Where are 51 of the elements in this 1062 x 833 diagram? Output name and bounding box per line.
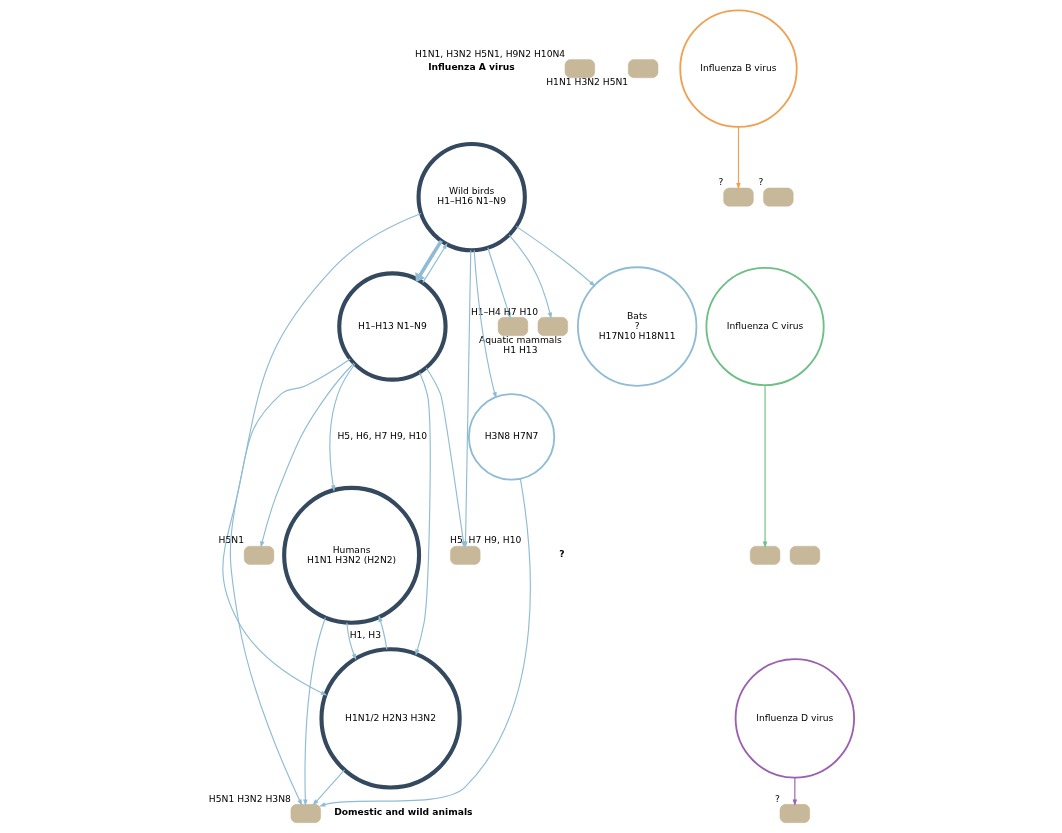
- arrow: [377, 615, 387, 650]
- arrow: [414, 239, 443, 283]
- node-box: [564, 59, 595, 79]
- arrow: [486, 247, 511, 319]
- arrow: [508, 234, 552, 319]
- arrow: [259, 362, 354, 548]
- node-circle: Influenza C virus: [705, 266, 825, 387]
- node-label: ?: [718, 176, 723, 188]
- node-circle: Influenza B virus: [678, 9, 798, 128]
- label: Domestic and wild animals: [333, 806, 472, 818]
- node-label: H1N1, H3N2 H5N1, H9N2 H10N4: [414, 47, 565, 59]
- node-box: [749, 545, 780, 565]
- node-box: [789, 545, 820, 565]
- node-label: ?: [774, 792, 780, 804]
- node-box: [722, 187, 754, 207]
- node-label: H5N1 H3N2 H3N8: [208, 792, 291, 804]
- edge-label: H5, H6, H7 H9, H10: [336, 430, 427, 442]
- node-box: [627, 59, 658, 79]
- node-label: H1N1 H3N2 H5N1: [545, 76, 628, 88]
- node-label: H1–H4 H7 H10: [470, 305, 538, 317]
- arrow: [414, 371, 431, 656]
- arrow: [302, 616, 326, 806]
- node-box: [290, 804, 321, 823]
- node-box: [449, 545, 480, 565]
- node-box: [537, 317, 568, 336]
- node-label: Aquatic mammals: [478, 334, 562, 346]
- node-label: H5N1: [218, 534, 244, 546]
- label: Influenza A virus: [427, 61, 515, 73]
- arrow: [792, 777, 797, 806]
- node-box: [779, 804, 810, 823]
- arrow: [735, 126, 741, 190]
- label: ?: [558, 548, 565, 560]
- arrow: [762, 384, 767, 548]
- edge-label: H1, H3: [349, 629, 381, 641]
- node-box: [497, 317, 528, 336]
- arrow: [318, 478, 531, 807]
- arrow: [345, 622, 356, 661]
- arrow: [421, 242, 448, 284]
- node-box: [243, 545, 274, 565]
- node-label: H5, H7 H9, H10: [449, 534, 521, 546]
- node-label: ?: [758, 176, 763, 188]
- arrow: [229, 358, 351, 806]
- node-circle: Bats ? H17N10 H18N11: [576, 266, 697, 387]
- node-label: H1 H13: [502, 344, 537, 356]
- node-circle: Influenza D virus: [734, 658, 855, 779]
- arrow: [328, 363, 355, 492]
- arrow: [515, 225, 596, 287]
- node-box: [762, 187, 793, 207]
- arrow: [473, 249, 497, 399]
- arrow: [221, 212, 422, 696]
- arrow: [311, 769, 345, 806]
